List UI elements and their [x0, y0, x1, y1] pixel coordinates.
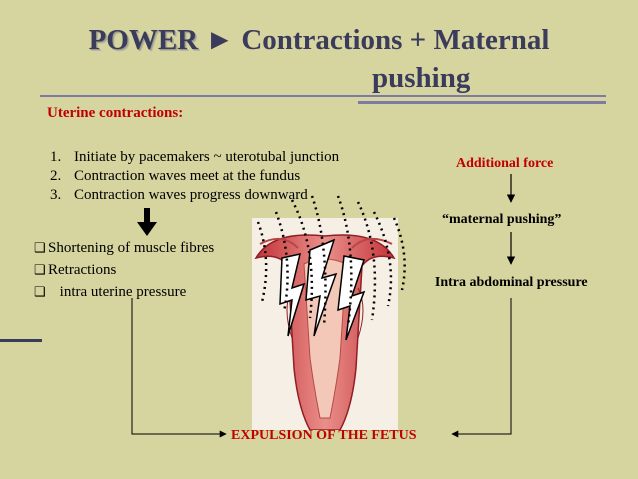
list-item: ❑Shortening of muscle fibres [34, 237, 214, 259]
list-item: 2.Contraction waves meet at the fundus [50, 168, 301, 184]
checkbox-bullet-icon: ❑ [34, 240, 46, 255]
title-rule-accent [358, 101, 606, 104]
uterine-list: 1.Initiate by pacemakers ~ uterotubal ju… [50, 148, 339, 205]
effects-list: ❑Shortening of muscle fibres ❑Retraction… [34, 237, 214, 303]
list-item: 1.Initiate by pacemakers ~ uterotubal ju… [50, 149, 340, 165]
left-rule [0, 339, 42, 342]
title-line2: pushing [372, 62, 471, 94]
list-item: ❑intra uterine pressure [34, 281, 214, 303]
intra-abdominal-pressure-label: Intra abdominal pressure [424, 275, 588, 290]
title-arrow-icon: ► [205, 24, 235, 56]
list-item: 3.Contraction waves progress downward [50, 187, 308, 203]
additional-force-heading: Additional force [456, 156, 554, 171]
maternal-pushing-label: “maternal pushing” [442, 212, 562, 227]
slide-title: POWER ► Contractions + Maternal [0, 24, 638, 57]
down-arrow-icon [137, 208, 157, 236]
title-power: POWER [88, 24, 199, 56]
list-item: ❑Retractions [34, 259, 214, 281]
title-rule [40, 95, 606, 97]
checkbox-bullet-icon: ❑ [34, 284, 46, 299]
checkbox-bullet-icon: ❑ [34, 262, 46, 277]
uterine-heading: Uterine contractions: [47, 105, 184, 121]
expulsion-label: EXPULSION OF THE FETUS [231, 428, 417, 443]
title-line1: Contractions + Maternal [241, 24, 550, 56]
uterus-illustration [252, 218, 398, 430]
